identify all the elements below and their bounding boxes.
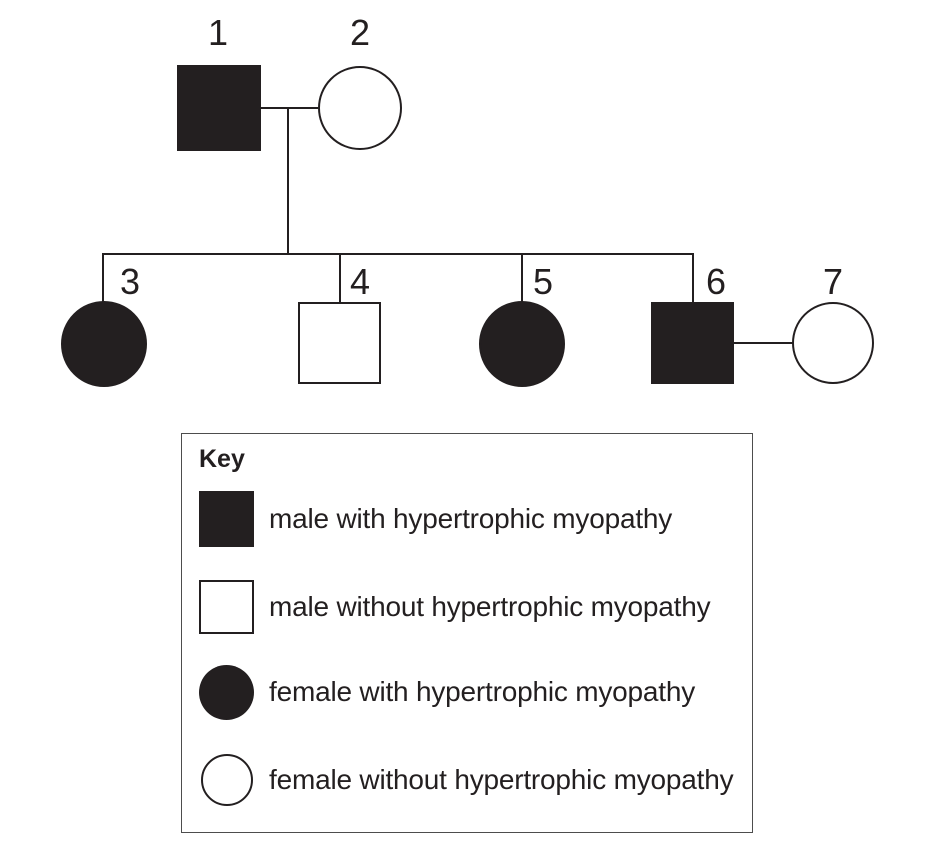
individual-2-symbol-unaffected-female	[318, 66, 402, 150]
key-entry-label: male without hypertrophic myopathy	[269, 591, 711, 622]
individual-7-symbol-unaffected-female	[792, 302, 874, 384]
open-square-icon	[199, 580, 254, 634]
open-circle-icon	[200, 754, 253, 806]
key-entry-affected-male: male with hypertrophic myopathy	[199, 491, 672, 547]
individual-3-label: 3	[120, 261, 140, 302]
key-entry-label: female without hypertrophic myopathy	[269, 764, 734, 795]
individual-6-label: 6	[706, 261, 726, 302]
key-box: Key male with hypertrophic myopathy male…	[181, 433, 753, 833]
individual-6-symbol-affected-male	[651, 302, 734, 384]
individual-2-label: 2	[350, 12, 370, 53]
key-entry-label: male with hypertrophic myopathy	[269, 503, 673, 534]
key-entry-label: female with hypertrophic myopathy	[269, 676, 696, 707]
individual-5-label: 5	[533, 261, 553, 302]
individual-4-symbol-unaffected-male	[298, 302, 381, 384]
individual-7-label: 7	[823, 261, 843, 302]
individual-4-label: 4	[350, 261, 370, 302]
individual-1-label: 1	[208, 12, 228, 53]
individual-1-symbol-affected-male	[177, 65, 261, 151]
key-entry-unaffected-male: male without hypertrophic myopathy	[199, 579, 711, 635]
pedigree-chart: 1 2 3 4 5 6 7	[61, 12, 874, 387]
key-title: Key	[199, 445, 245, 473]
filled-square-icon	[199, 491, 254, 547]
key-entry-affected-female: female with hypertrophic myopathy	[199, 664, 695, 720]
individual-5-symbol-affected-female	[479, 301, 565, 387]
key-entry-unaffected-female: female without hypertrophic myopathy	[199, 752, 734, 808]
filled-circle-icon	[199, 664, 254, 720]
individual-3-symbol-affected-female	[61, 301, 147, 387]
